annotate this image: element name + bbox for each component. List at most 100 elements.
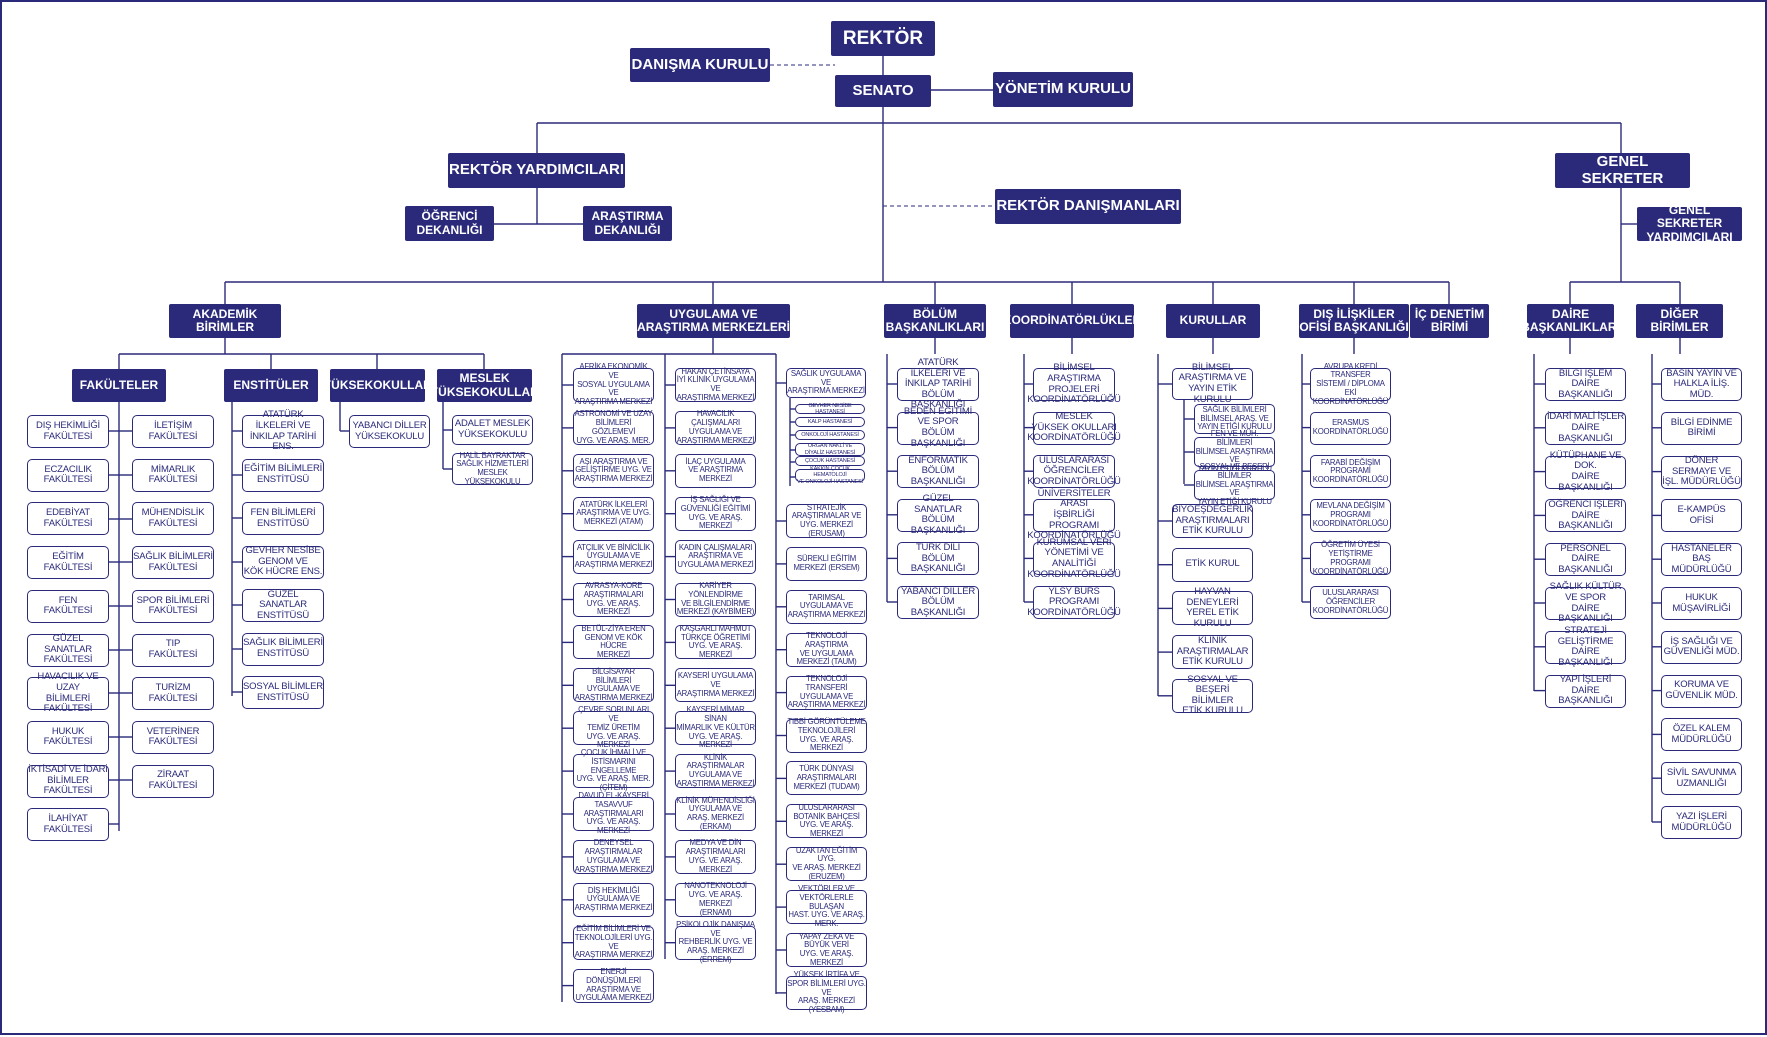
rektor-box: REKTÖR (831, 21, 935, 56)
rektor-yardimcilari-box: REKTÖR YARDIMCILARI (448, 153, 625, 188)
kurul-box: SOSYAL VE BEŞERİ BİLİMLER BİLİMSEL ARAŞT… (1194, 462, 1275, 507)
center-box: TEKNOLOJİ ARAŞTIRMA VE UYGULAMA MERKEZİ … (786, 631, 867, 667)
center-box: TEKNOLOJİ TRANSFERİ UYGULAMA VE ARAŞTIRM… (786, 674, 867, 710)
kurul-box: ETİK KURUL (1172, 547, 1253, 582)
senato-box: SENATO (835, 75, 931, 107)
center-box: ÇEVRE SORUNLARI VE TEMİZ ÜRETİM UYG. VE … (573, 706, 654, 749)
diger-birim-box: BİLGİ EDİNME BİRİMİ (1661, 411, 1742, 445)
diger-birim-box: YAZI İŞLERİ MÜDÜRLÜĞÜ (1661, 806, 1742, 839)
center-box: EĞİTİM BİLİMLERİ VE TEKNOLOJİLERİ UYG. V… (573, 924, 654, 960)
fakulte-box: İKTİSADİ VE İDARİ BİLİMLER FAKÜLTESİ (27, 764, 109, 798)
center-box: ULUSLARARASI BOTANİK BAHÇESİ UYG. VE ARA… (786, 803, 867, 839)
bolum-box: YABANCI DİLLER BÖLÜM BAŞKANLIĞI (897, 586, 979, 619)
fakulte-box: FEN FAKÜLTESİ (27, 589, 109, 623)
fakulte-box: SPOR BİLİMLERİ FAKÜLTESİ (132, 589, 214, 623)
bolum-box: ENFORMATİK BÖLÜM BAŞKANLIĞI (897, 455, 979, 489)
enstitu-box: SAĞLIK BİLİMLERİ ENSTİTÜSÜ (242, 632, 324, 666)
daire-box: ÖĞRENCİ İŞLERİ DAİRE BAŞKANLIĞI (1545, 499, 1626, 533)
fakulte-box: EDEBİYAT FAKÜLTESİ (27, 502, 109, 536)
koordinatorlukler-box: KOORDİNATÖRLÜKLER (1003, 304, 1141, 338)
fakulte-box: MİMARLIK FAKÜLTESİ (132, 458, 214, 492)
dis-iliskiler-box: AVRUPA KREDİ TRANSFER SİSTEMİ / DİPLOMA … (1310, 362, 1391, 405)
diger-birim-box: BASIN YAYIN VE HALKLA İLİŞ. MÜD. (1661, 368, 1742, 401)
fakulte-box: İLAHİYAT FAKÜLTESİ (27, 808, 109, 842)
kurullar-box: KURULLAR (1166, 304, 1260, 338)
diger-birim-box: DÖNER SERMAYE VE İŞL. MÜDÜRLÜĞÜ (1661, 455, 1742, 489)
genel-sekreter-box: GENEL SEKRETER (1555, 153, 1690, 188)
center-box: HAVACILIK ÇALIŞMALARI UYGULAMA VE ARAŞTI… (675, 409, 756, 445)
meslek-yuksekokulu-box: ADALET MESLEK YÜKSEKOKULU (452, 415, 533, 445)
daire-baskanliklari-box: DAİRE BAŞKANLIKLARI (1521, 304, 1620, 338)
koordinatorluk-box: ÜNİVERSİTELER ARASI İŞBİRLİĞİ PROGRAMI K… (1027, 487, 1121, 542)
center-box: BETÜL-ZİYA EREN GENOM VE KÖK HÜCRE MERKE… (573, 624, 654, 660)
fakulte-box: DIŞ HEKİMLİĞİ FAKÜLTESİ (27, 415, 109, 448)
diger-birimler-box: DİĞER BİRİMLER (1636, 304, 1723, 338)
enstitu-box: GÜZEL SANATLAR ENSTİTÜSÜ (242, 589, 324, 622)
koordinatorluk-box: YLSY BURS PROGRAMI KOORDİNATÖRLÜĞÜ (1027, 585, 1121, 619)
diger-birim-box: HUKUK MÜŞAVİRLİĞİ (1661, 587, 1742, 620)
center-box: STRATEJİK ARAŞTIRMALAR VE UYG. MERKEZİ (… (786, 503, 867, 538)
center-box: PSİKOLOJİK DANIŞMA VE REHBERLİK UYG. VE … (675, 919, 756, 964)
hospital-box: ORGAN NAKLİ VE DİYALİZ HASTANESİ (795, 443, 865, 456)
diger-birim-box: HASTANELER BAŞ MÜDÜRLÜĞÜ (1661, 543, 1742, 577)
diger-birim-box: SİVİL SAVUNMA UZMANLIĞI (1661, 762, 1742, 796)
daire-box: İDARİ MALİ İŞLER DAİRE BAŞKANLIĞI (1545, 411, 1626, 445)
enstitu-box: SOSYAL BİLİMLER ENSTİTÜSÜ (242, 676, 324, 709)
center-box: KLİNİK ARAŞTIRMALAR UYGULAMA VE ARAŞTIRM… (675, 752, 756, 789)
hospital-box: GEVHER NESİBE HASTANESİ (795, 403, 865, 415)
enstitu-box: ATATÜRK İLKELERİ VE İNKILAP TARİHİ ENS. (242, 409, 324, 452)
dis-iliskiler-box: ÖĞRETİM ÜYESİ YETİŞTİRME PROGRAMI KOORDİ… (1310, 541, 1391, 575)
hospital-box: ÇOCUK HASTANESİ (795, 456, 865, 466)
fakulte-box: SAĞLIK BİLİMLERİ FAKÜLTESİ (132, 546, 214, 580)
center-box: KAŞGARLI MAHMUT TÜRKÇE ÖĞRETİMİ UYG. VE … (675, 624, 756, 660)
center-box: NANOTEKNOLOJİ UYG. VE ARAŞ. MERKEZİ (ERN… (675, 881, 756, 917)
fakulte-box: VETERİNER FAKÜLTESİ (132, 720, 214, 754)
center-box: ATÇILIK VE BİNİCİLİK UYGULAMA VE ARAŞTIR… (573, 539, 654, 574)
center-box: DENEYSEL ARAŞTIRMALAR UYGULAMA VE ARAŞTI… (573, 838, 654, 874)
dis-iliskiler-box: ERASMUS KOORDİNATÖRLÜĞÜ (1310, 411, 1391, 445)
center-box: AFRİKA EKONOMİK VE SOSYAL UYGULAMA VE AR… (573, 362, 654, 407)
center-box: SAĞLIK UYGULAMA VE ARAŞTIRMA MERKEZİ (786, 368, 866, 398)
fakulte-box: ECZACILIK FAKÜLTESİ (27, 458, 109, 492)
koordinatorluk-box: KURUMSAL VERİ YÖNETİMİ VE ANALİTİĞİ KOOR… (1027, 536, 1121, 580)
yuksekokullar-box: YÜKSEKOKULLAR (323, 369, 432, 402)
fakulte-box: HUKUK FAKÜLTESİ (27, 720, 109, 754)
enstituler-box: ENSTİTÜLER (224, 369, 318, 402)
center-box: TIBBİ GÖRÜNTÜLEME TEKNOLOJİLERİ UYG. VE … (786, 717, 867, 753)
ogrenci-dekanligi-box: ÖĞRENCİ DEKANLIĞI (405, 206, 494, 241)
akademik-birimler-box: AKADEMİK BİRİMLER (169, 304, 281, 338)
fakulte-box: MÜHENDİSLİK FAKÜLTESİ (132, 502, 214, 536)
bolum-box: ATATÜRK İLKELERİ VE İNKILAP TARİHİ BÖLÜM… (897, 357, 979, 410)
bolum-baskanliklari-box: BÖLÜM BAŞKANLIKLARI (884, 304, 986, 338)
hospital-box: KAKKIN ÇOCUK HEMATOLOJİ VE ONKOLOJİ HAST… (795, 466, 865, 485)
center-box: KAYSERİ UYGULAMA VE ARAŞTIRMA MERKEZİ (675, 668, 756, 703)
dis-iliskiler-box: MEVLANA DEĞİŞİM PROGRAMI KOORDİNATÖRLÜĞÜ (1310, 498, 1391, 532)
yuksekokul-box: YABANCI DİLLER YÜKSEKOKULU (349, 415, 430, 448)
ic-denetim-box: İÇ DENETİM BİRİMİ (1410, 304, 1489, 338)
daire-box: KÜTÜPHANE VE DOK. DAİRE BAŞKANLIĞI (1545, 450, 1626, 493)
koordinatorluk-box: MESLEK YÜKSEK OKULLARI KOORDİNATÖRLÜĞÜ (1027, 411, 1121, 445)
fakulte-box: ZİRAAT FAKÜLTESİ (132, 764, 214, 798)
genel-sekreter-yardimcilari-box: GENEL SEKRETER YARDIMCILARI (1637, 203, 1742, 243)
bolum-box: TÜRK DİLİ BÖLÜM BAŞKANLIĞI (897, 542, 979, 576)
center-box: AVRASYA-KORE ARAŞTIRMALARI UYG. VE ARAŞ.… (573, 581, 654, 617)
daire-box: BİLGİ İŞLEM DAİRE BAŞKANLIĞI (1545, 368, 1626, 401)
yonetim-kurulu-box: YÖNETİM KURULU (993, 72, 1133, 107)
center-box: KADIN ÇALIŞMALARI ARAŞTIRMA VE UYGULAMA … (675, 539, 756, 574)
hospital-box: ONKOLOJİ HASTANESİ (795, 430, 865, 440)
rektor-danismanlari-box: REKTÖR DANIŞMANLARI (995, 189, 1181, 224)
center-box: TARIMSAL UYGULAMA VE ARAŞTIRMA MERKEZİ (786, 589, 867, 624)
daire-box: YAPI İŞLERİ DAİRE BAŞKANLIĞI (1545, 674, 1626, 708)
center-box: ASTRONOMİ VE UZAY BİLİMLERİ GÖZLEMEVİ UY… (573, 409, 654, 445)
fakulte-box: HAVACILIK VE UZAY BİLİMLERİ FAKÜLTESİ (27, 672, 109, 714)
center-box: HAKAN ÇETİNSAYA İYİ KLİNİK UYGULAMA VE A… (675, 366, 756, 402)
fakulte-box: EĞİTİM FAKÜLTESİ (27, 546, 109, 580)
center-box: DAVUD EL-KAYSERİ TASAVVUF ARAŞTIRMALARI … (573, 791, 654, 835)
uygulama-arastirma-box: UYGULAMA VE ARAŞTIRMA MERKEZLERİ (637, 304, 790, 338)
daire-box: PERSONEL DAİRE BAŞKANLIĞI (1545, 543, 1626, 577)
center-box: DİŞ HEKİMLİĞİ UYGULAMA VE ARAŞTIRMA MERK… (573, 882, 654, 917)
center-box: UZAKTAN EĞİTİM UYG. VE ARAŞ. MERKEZİ (ER… (786, 846, 867, 882)
fakulte-box: GÜZEL SANATLAR FAKÜLTESİ (27, 633, 109, 667)
